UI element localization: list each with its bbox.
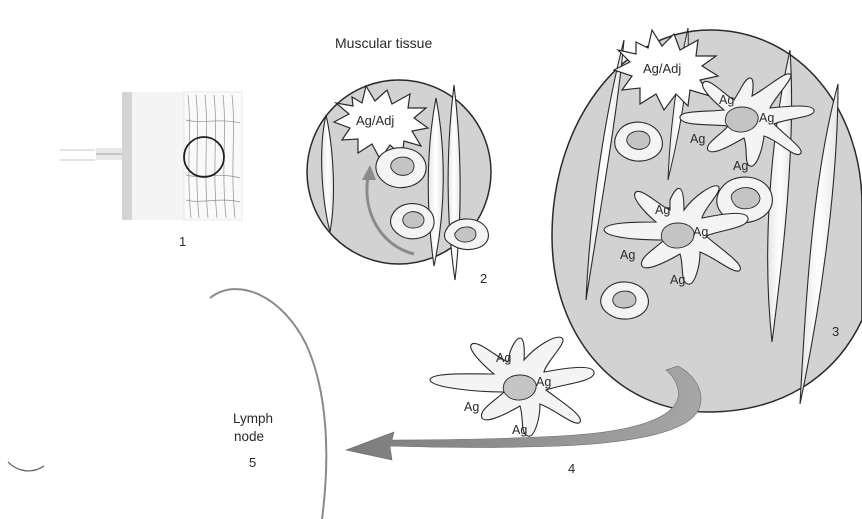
antigen-label: Ag (759, 111, 774, 125)
panel-5-lymph-node: Lymph node 5 (8, 289, 326, 519)
immune-cell (601, 282, 649, 319)
antigen-label: Ag (464, 400, 479, 414)
antigen-label: Ag (536, 375, 551, 389)
antigen-label: Ag (690, 132, 705, 146)
step-label-5: 5 (249, 455, 256, 470)
immune-cell (444, 219, 488, 250)
panel-3-antigen-uptake: Ag/Adj Ag Ag Ag Ag Ag Ag Ag (552, 28, 862, 412)
lymph-node-outline (210, 289, 326, 519)
antigen-adjuvant-label: Ag/Adj (643, 61, 681, 76)
step-label-4: 4 (568, 461, 575, 476)
antigen-label: Ag (719, 93, 734, 107)
step-label-2: 2 (480, 271, 487, 286)
dendritic-cell-nucleus (661, 223, 694, 248)
migrating-dendritic-cell: Ag Ag Ag Ag (430, 337, 594, 437)
antigen-label: Ag (496, 351, 511, 365)
dendritic-cell-nucleus (725, 107, 758, 132)
lymph-node-outline (8, 462, 44, 471)
antigen-label: Ag (693, 225, 708, 239)
step-label-1: 1 (179, 234, 186, 249)
dendritic-cell-nucleus (503, 375, 536, 400)
immune-cell (376, 148, 426, 188)
step-label-3: 3 (832, 324, 839, 339)
immune-cell (615, 122, 663, 161)
antigen-label: Ag (733, 159, 748, 173)
lymph-node-label: node (234, 429, 264, 444)
immune-cell (391, 204, 435, 239)
panel-2-injection-site: Muscular tissue Ag/Adj 2 (307, 35, 491, 286)
antigen-label: Ag (670, 273, 685, 287)
panel-1-tissue-section: 1 (60, 92, 242, 249)
tissue-title: Muscular tissue (335, 35, 432, 51)
antigen-label: Ag (655, 203, 670, 217)
antigen-label: Ag (512, 423, 527, 437)
antigen-adjuvant-label: Ag/Adj (356, 113, 394, 128)
lymph-node-label: Lymph (233, 411, 273, 426)
antigen-label: Ag (620, 248, 635, 262)
